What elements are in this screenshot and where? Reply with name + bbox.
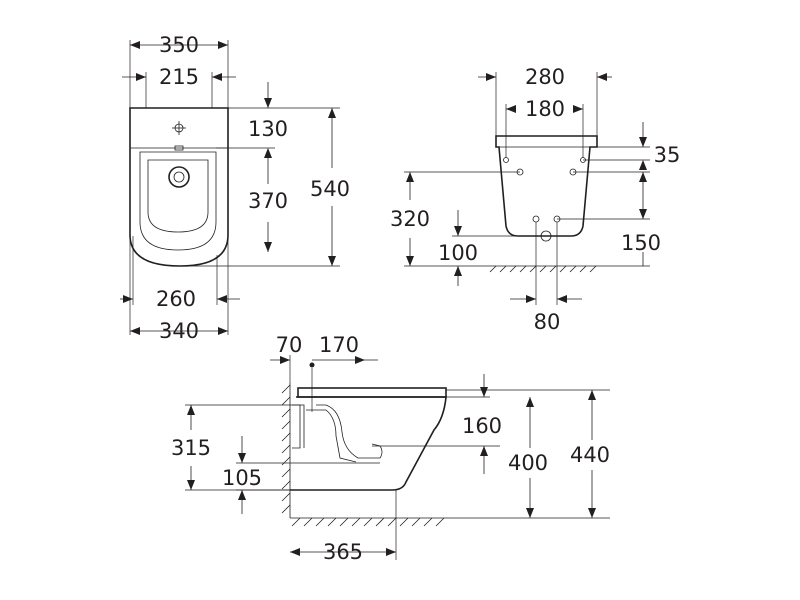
top-view: 350 215 130 370 54 [120,33,350,343]
dim-rear-waste-height: 100 [438,210,478,286]
label-340: 340 [159,319,199,343]
dim-side-rim-height: 400 [508,397,548,518]
label-170: 170 [319,333,359,357]
dim-side-waste-height: 105 [222,436,262,514]
label-350: 350 [159,33,199,57]
dim-side-projection: 365 [290,540,396,564]
dim-rear-overall-width: 280 [478,65,612,89]
label-440: 440 [570,443,610,467]
dim-wall-to-inlet: 70 [270,333,302,364]
tap-hole-icon [172,121,186,135]
wall-bracket [292,404,301,449]
fixing-holes-upper [503,157,586,176]
dim-bottom-outer-width: 340 [130,319,228,343]
label-180: 180 [525,97,565,121]
dim-top-to-hole: 130 [248,82,288,158]
label-130: 130 [248,117,288,141]
waste-outlet-icon [168,166,190,188]
dim-rear-fixing-spacing: 180 [506,97,583,121]
label-260: 260 [156,287,196,311]
top-view-bowl-inner [147,159,209,233]
label-150: 150 [621,231,661,255]
label-320: 320 [390,207,430,231]
label-160: 160 [462,414,502,438]
side-view: 70 170 315 105 160 [171,333,610,564]
side-view-wall [281,383,291,518]
top-view-bowl [139,151,217,251]
side-view-rim [297,387,447,398]
dim-bottom-inner-width: 260 [120,287,240,311]
label-540: 540 [310,177,350,201]
dim-rear-waste-width: 80 [510,295,582,334]
dim-side-overall-height: 440 [570,390,610,518]
dim-rear-vertical-spacing: 150 [621,172,661,266]
label-365: 365 [323,540,363,564]
rear-view-body [495,135,598,237]
dim-overall-length: 540 [310,108,350,266]
label-400: 400 [508,451,548,475]
dim-inner-width: 215 [122,65,236,89]
label-100: 100 [438,241,478,265]
label-315: 315 [171,436,211,460]
rear-view-floor [489,265,604,273]
dim-bowl-length: 370 [248,158,288,252]
side-view-body [290,396,447,491]
dim-side-seat-offset: 160 [462,374,502,474]
label-35: 35 [654,143,681,167]
dim-overall-width: 350 [130,33,228,57]
label-70: 70 [276,333,303,357]
dim-rear-fixing-height: 320 [390,172,430,266]
rear-view: 280 180 35 150 [390,65,680,334]
dim-rear-top-offset: 35 [639,122,680,170]
label-280: 280 [525,65,565,89]
dim-side-fixing-height: 315 [171,405,211,490]
side-view-floor [290,517,445,527]
side-view-bowl [300,404,383,459]
label-105: 105 [222,466,262,490]
label-80: 80 [534,310,561,334]
label-215: 215 [159,65,199,89]
dim-inlet-to-front: 170 [312,333,378,364]
label-370: 370 [248,189,288,213]
inlet-point-icon [309,362,315,368]
fixing-holes-lower [532,215,561,242]
